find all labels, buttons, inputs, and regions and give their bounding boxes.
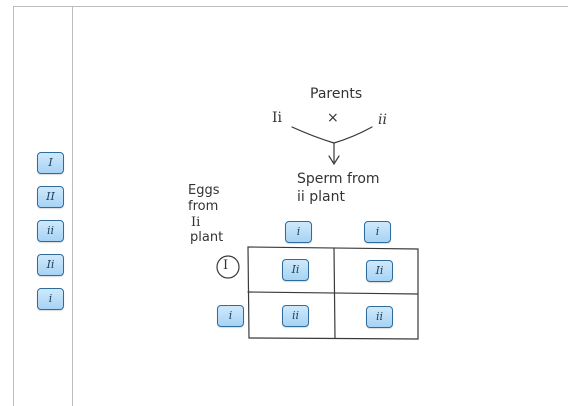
sperm-label-line2: ii plant [297,189,345,205]
right-parent-line [333,126,373,144]
parent-right-genotype: ii [378,112,387,128]
bank-tile-i[interactable]: i [37,288,64,310]
parents-label: Parents [310,86,363,102]
bank-tile-II[interactable]: II [37,186,64,208]
arrow-head [328,155,340,166]
left-parent-line [291,126,335,144]
punnett-cell-2-1[interactable]: ii [282,305,309,327]
frame-left-border [13,6,14,406]
eggs-label-line3: Ii [191,215,201,230]
punnett-cell-2-2[interactable]: ii [366,306,393,328]
eggs-label-line4: plant [190,230,224,245]
punnett-cell-1-1[interactable]: Ii [282,259,309,281]
egg-slot-2[interactable]: i [217,305,244,327]
frame-top-border [13,6,568,7]
egg-allele-circle [216,255,240,279]
bank-tile-I[interactable]: I [37,152,64,174]
sperm-label-line1: Sperm from [297,171,380,187]
cross-symbol: × [327,110,339,126]
sperm-slot-1[interactable]: i [285,221,312,243]
tile-bank-divider [72,6,73,406]
eggs-label-line1: Eggs [188,183,220,198]
punnett-horizontal-divider [247,291,419,295]
eggs-label-line2: from [188,199,219,214]
punnett-outline [247,246,419,340]
circled-egg-allele: I [223,258,229,273]
sperm-slot-2[interactable]: i [364,221,391,243]
bank-tile-Ii[interactable]: Ii [37,254,64,276]
parent-left-genotype: Ii [272,110,283,126]
punnett-cell-1-2[interactable]: Ii [366,260,393,282]
bank-tile-ii[interactable]: ii [37,220,64,242]
